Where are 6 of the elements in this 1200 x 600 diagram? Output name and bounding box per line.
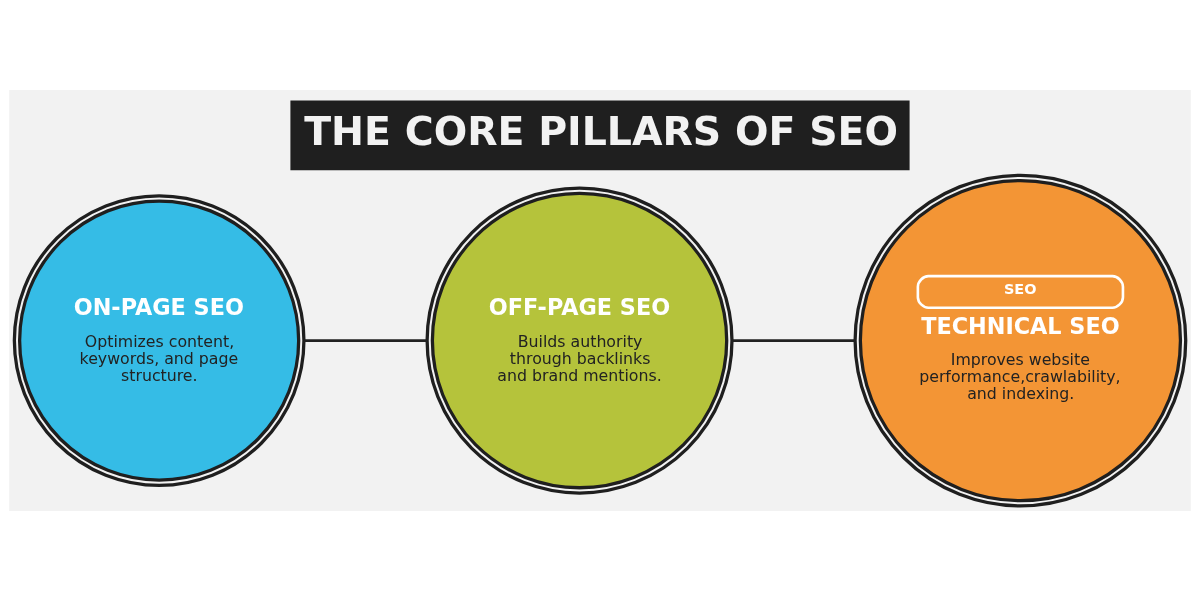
connector bbox=[732, 338, 855, 342]
node-circle: OFF-PAGE SEO Builds authority through backlinks and brand mentions. bbox=[425, 186, 734, 495]
connector bbox=[304, 338, 428, 342]
diagram-title: THE CORE PILLARS OF SEO bbox=[304, 107, 898, 154]
node-circle: SEO TECHNICAL SEO Improves website performance,crawlability, and indexing. bbox=[853, 173, 1188, 508]
node-circle: ON-PAGE SEO Optimizes content, keywords, and page structure. bbox=[12, 193, 306, 487]
